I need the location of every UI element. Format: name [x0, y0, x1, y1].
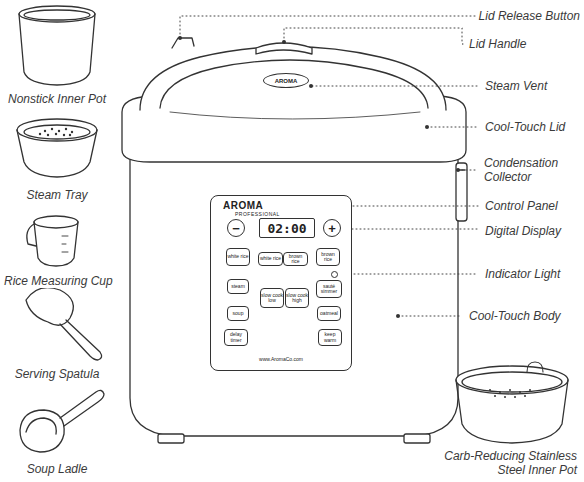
callout-label: Soup Ladle: [26, 462, 89, 476]
button-label: slow cook low: [261, 293, 283, 304]
callout-label: Condensation Collector: [483, 156, 581, 185]
button-label: delay timer: [225, 332, 247, 343]
button-label: sauté simmer: [317, 284, 341, 295]
website: www.AromaCo.com: [211, 356, 351, 362]
function-button: sauté simmer: [316, 280, 342, 298]
digital-display: 02:00: [259, 218, 315, 238]
function-button: white rice: [258, 252, 283, 266]
callout-label: Steam Vent: [484, 79, 548, 93]
function-button: steam: [227, 279, 249, 294]
callout-label: Rice Measuring Cup: [3, 274, 114, 288]
steam-vent: AROMA: [263, 73, 309, 88]
adjust-symbol: −: [232, 222, 240, 235]
vent-logo: AROMA: [275, 78, 298, 84]
callout-label: Cool-Touch Lid: [484, 120, 566, 134]
button-label: white rice: [260, 256, 281, 261]
callout-label: Indicator Light: [484, 267, 561, 281]
indicator-light: [331, 271, 338, 278]
callout-label: Serving Spatula: [14, 367, 101, 381]
callout-label: Carb-Reducing Stainless Steel Inner Pot: [426, 449, 578, 478]
function-button: brown rice: [283, 252, 308, 266]
adjust-button: −: [227, 219, 245, 237]
button-label: brown rice: [284, 254, 307, 265]
button-label: white rice: [227, 254, 248, 259]
brand-subtitle: PROFESSIONAL: [235, 211, 280, 217]
function-button: white rice: [226, 248, 250, 266]
callout-label: Lid Release Button: [478, 9, 581, 23]
adjust-button: +: [323, 219, 341, 237]
function-button: keep warm: [318, 329, 342, 346]
button-label: brown rice: [317, 252, 339, 263]
brand-logo: AROMA: [223, 200, 263, 211]
button-label: soup: [233, 311, 244, 316]
button-label: keep warm: [319, 332, 341, 343]
function-button: slow cook high: [285, 288, 309, 308]
function-button: delay timer: [224, 329, 248, 346]
button-label: slow cook high: [286, 293, 308, 304]
button-label: steam: [231, 284, 245, 289]
function-button: soup: [227, 306, 249, 321]
adjust-symbol: +: [328, 222, 336, 235]
function-button: oatmeal: [317, 306, 341, 321]
callout-label: Cool-Touch Body: [468, 309, 562, 323]
callout-label: Digital Display: [484, 224, 562, 238]
callout-label: Nonstick Inner Pot: [7, 92, 107, 106]
callout-label: Lid Handle: [468, 37, 527, 51]
function-button: brown rice: [316, 248, 340, 266]
display-digits: 02:00: [267, 222, 306, 235]
button-label: oatmeal: [320, 311, 338, 316]
control-panel: AROMAPROFESSIONAL www.AromaCo.com 02:00 − + w…: [210, 195, 352, 371]
function-button: slow cook low: [260, 288, 284, 308]
callout-label: Steam Tray: [25, 188, 88, 202]
callout-label: Control Panel: [484, 199, 559, 213]
